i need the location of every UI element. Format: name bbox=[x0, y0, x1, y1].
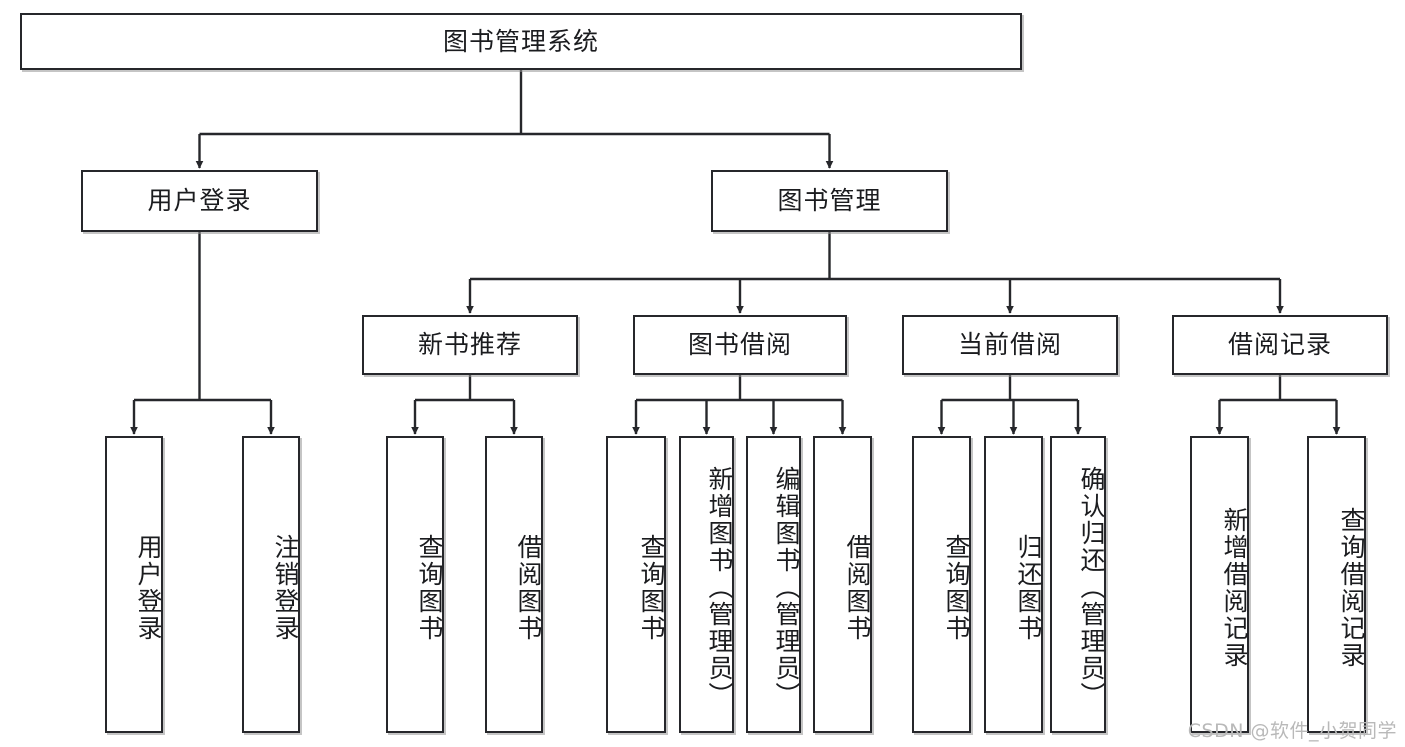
node-label: 查询图书 bbox=[637, 533, 666, 642]
node-l6[interactable]: 新增图书（管理员） bbox=[679, 436, 734, 733]
node-label: 图书管理 bbox=[777, 186, 882, 216]
node-label: 确认归还（管理员） bbox=[1077, 466, 1106, 709]
node-n2a[interactable]: 用户登录 bbox=[81, 170, 318, 232]
node-label: 归还图书 bbox=[1014, 533, 1043, 642]
node-label: 注销登录 bbox=[271, 533, 300, 642]
node-l7[interactable]: 编辑图书（管理员） bbox=[746, 436, 801, 733]
node-l13[interactable]: 查询借阅记录 bbox=[1307, 436, 1366, 733]
node-l8[interactable]: 借阅图书 bbox=[813, 436, 872, 733]
node-label: 新增借阅记录 bbox=[1220, 506, 1249, 669]
node-label: 用户登录 bbox=[134, 533, 163, 642]
node-l2[interactable]: 注销登录 bbox=[242, 436, 300, 733]
node-l1[interactable]: 用户登录 bbox=[105, 436, 163, 733]
node-l12[interactable]: 新增借阅记录 bbox=[1190, 436, 1249, 733]
node-label: 查询图书 bbox=[415, 533, 444, 642]
node-label: 借阅记录 bbox=[1227, 330, 1332, 360]
node-n3a[interactable]: 新书推荐 bbox=[362, 315, 578, 375]
node-label: 用户登录 bbox=[147, 186, 252, 216]
watermark-text: CSDN @软件_小贺同学 bbox=[1187, 720, 1397, 742]
node-label: 查询借阅记录 bbox=[1337, 506, 1366, 669]
node-l3[interactable]: 查询图书 bbox=[386, 436, 444, 733]
node-label: 新增图书（管理员） bbox=[705, 466, 734, 709]
node-n3d[interactable]: 借阅记录 bbox=[1172, 315, 1388, 375]
node-l5[interactable]: 查询图书 bbox=[606, 436, 666, 733]
node-label: 编辑图书（管理员） bbox=[772, 466, 801, 709]
node-n3c[interactable]: 当前借阅 bbox=[902, 315, 1118, 375]
node-label: 借阅图书 bbox=[514, 533, 543, 642]
node-l9[interactable]: 查询图书 bbox=[912, 436, 971, 733]
node-label: 借阅图书 bbox=[843, 533, 872, 642]
node-l11[interactable]: 确认归还（管理员） bbox=[1050, 436, 1106, 733]
node-label: 查询图书 bbox=[942, 533, 971, 642]
node-n2b[interactable]: 图书管理 bbox=[711, 170, 948, 232]
node-label: 图书借阅 bbox=[687, 330, 792, 360]
node-label: 图书管理系统 bbox=[442, 26, 599, 56]
node-label: 当前借阅 bbox=[957, 330, 1062, 360]
node-n3b[interactable]: 图书借阅 bbox=[633, 315, 847, 375]
node-l4[interactable]: 借阅图书 bbox=[485, 436, 543, 733]
node-label: 新书推荐 bbox=[417, 330, 522, 360]
node-l10[interactable]: 归还图书 bbox=[984, 436, 1043, 733]
node-root[interactable]: 图书管理系统 bbox=[20, 13, 1022, 70]
